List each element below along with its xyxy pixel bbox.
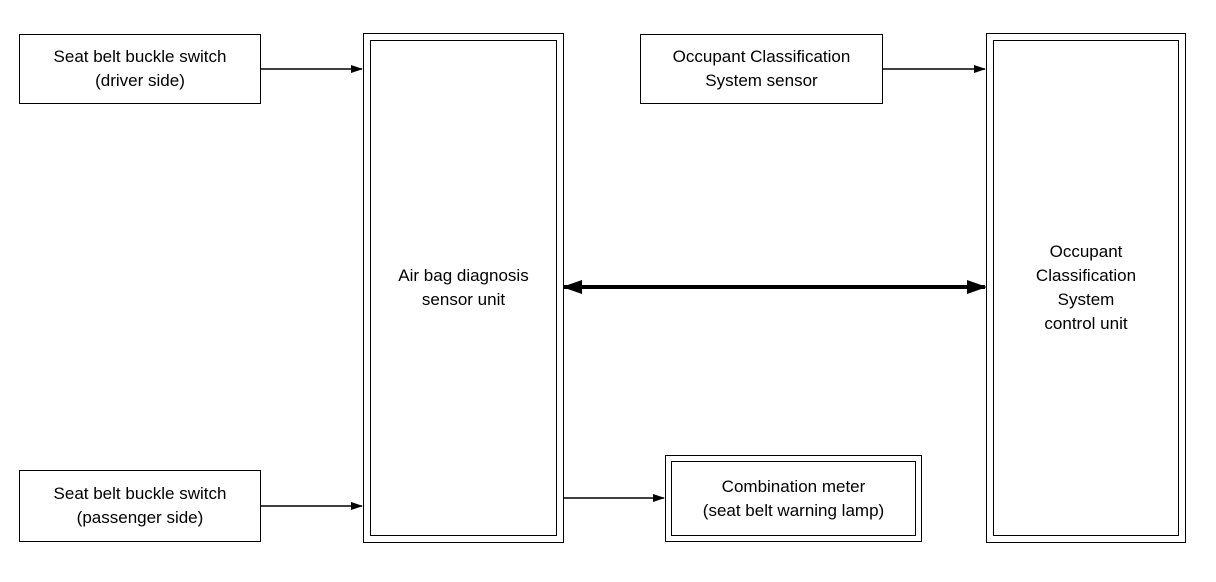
ocs-sensor-label: Occupant Classification System sensor <box>672 47 851 90</box>
airbag-diagnosis-sensor-unit-label: Air bag diagnosis sensor unit <box>398 266 529 309</box>
ocs-control-unit-inner: Occupant Classification System control u… <box>993 40 1179 536</box>
ocs-control-unit-label: Occupant Classification System control u… <box>1035 242 1137 333</box>
buckle-switch-passenger-label: Seat belt buckle switch (passenger side) <box>53 484 227 527</box>
airbag-diagnosis-sensor-unit-block: Air bag diagnosis sensor unit <box>363 33 564 543</box>
combination-meter-inner: Combination meter (seat belt warning lam… <box>671 461 916 536</box>
buckle-switch-driver-label: Seat belt buckle switch (driver side) <box>53 47 227 90</box>
buckle-switch-driver-block: Seat belt buckle switch (driver side) <box>19 34 261 104</box>
buckle-switch-passenger-block: Seat belt buckle switch (passenger side) <box>19 470 261 542</box>
ocs-sensor-block: Occupant Classification System sensor <box>640 34 883 104</box>
airbag-diagnosis-sensor-unit-inner: Air bag diagnosis sensor unit <box>370 40 557 536</box>
combination-meter-label: Combination meter (seat belt warning lam… <box>702 476 885 520</box>
combination-meter-block: Combination meter (seat belt warning lam… <box>665 455 922 542</box>
ocs-control-unit-block: Occupant Classification System control u… <box>986 33 1186 543</box>
